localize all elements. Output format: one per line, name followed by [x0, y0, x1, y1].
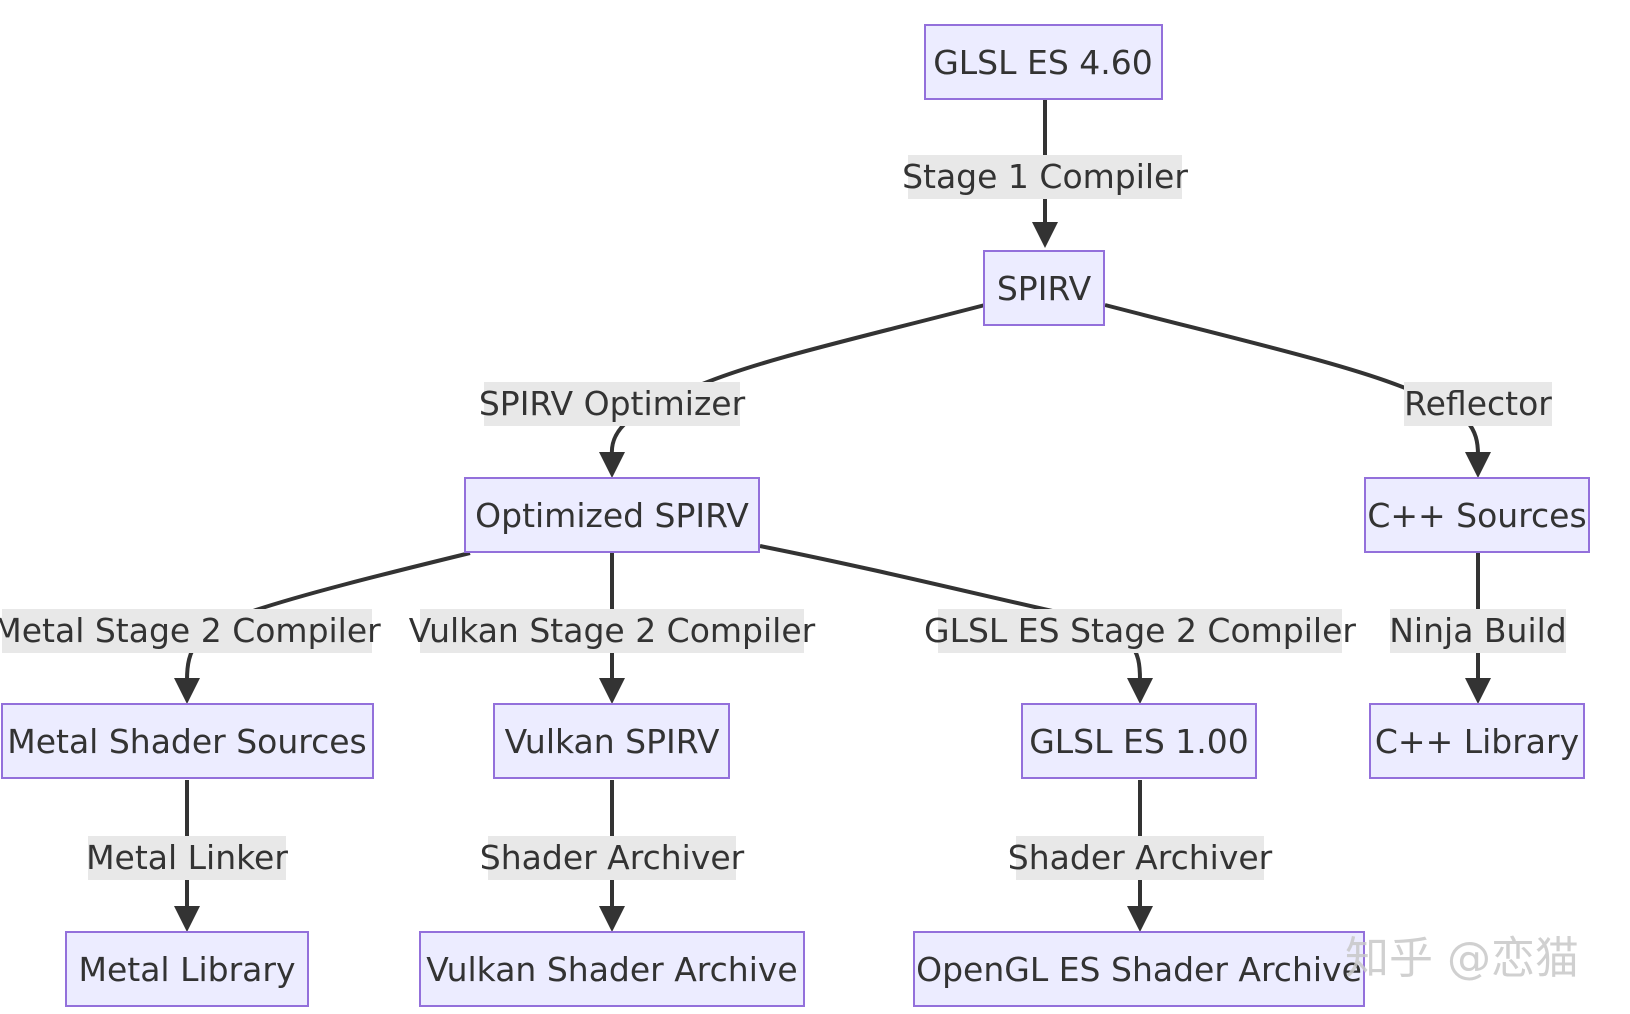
node-metal-shader-sources-label: Metal Shader Sources [7, 722, 367, 761]
edge-label-spirv-optimizer: SPIRV Optimizer [479, 382, 746, 426]
edge-label-metal-linker-text: Metal Linker [86, 838, 288, 877]
node-vulkan-spirv-label: Vulkan SPIRV [505, 722, 720, 761]
edge-label-glsl-es-stage2-compiler: GLSL ES Stage 2 Compiler [924, 609, 1356, 653]
node-opengl-es-shader-archive-label: OpenGL ES Shader Archive [916, 950, 1362, 989]
edge-label-stage1-compiler-text: Stage 1 Compiler [902, 157, 1188, 196]
node-glsl-es-460-label: GLSL ES 4.60 [933, 43, 1153, 82]
node-cpp-sources-label: C++ Sources [1367, 496, 1586, 535]
edge-label-glsl-es-stage2-compiler-text: GLSL ES Stage 2 Compiler [924, 611, 1356, 650]
node-vulkan-shader-archive-label: Vulkan Shader Archive [426, 950, 797, 989]
node-metal-library: Metal Library [65, 931, 309, 1007]
edge-label-vulkan-stage2-compiler-text: Vulkan Stage 2 Compiler [409, 611, 816, 650]
edge-label-reflector: Reflector [1404, 382, 1552, 426]
edge-label-shader-archiver-gles: Shader Archiver [1008, 836, 1273, 880]
edge-label-vulkan-stage2-compiler: Vulkan Stage 2 Compiler [409, 609, 816, 653]
node-optimized-spirv-label: Optimized SPIRV [475, 496, 749, 535]
edge-label-metal-stage2-compiler: Metal Stage 2 Compiler [0, 609, 381, 653]
node-spirv-label: SPIRV [997, 269, 1092, 308]
edge-spirv-to-cpp-sources [1104, 303, 1491, 478]
edge-label-shader-archiver-vulkan-text: Shader Archiver [480, 838, 745, 877]
node-vulkan-spirv: Vulkan SPIRV [493, 703, 730, 779]
node-spirv: SPIRV [983, 250, 1105, 326]
edge-label-ninja-build: Ninja Build [1389, 609, 1567, 653]
node-metal-library-label: Metal Library [79, 950, 296, 989]
edge-label-stage1-compiler: Stage 1 Compiler [902, 155, 1188, 199]
node-opengl-es-shader-archive: OpenGL ES Shader Archive [913, 931, 1365, 1007]
node-glsl-es-100-label: GLSL ES 1.00 [1029, 722, 1249, 761]
node-cpp-sources: C++ Sources [1364, 477, 1590, 553]
node-glsl-es-100: GLSL ES 1.00 [1021, 703, 1257, 779]
node-vulkan-shader-archive: Vulkan Shader Archive [419, 931, 805, 1007]
edge-label-reflector-text: Reflector [1404, 384, 1552, 423]
edge-label-shader-archiver-gles-text: Shader Archiver [1008, 838, 1273, 877]
node-cpp-library-label: C++ Library [1375, 722, 1579, 761]
node-cpp-library: C++ Library [1369, 703, 1585, 779]
edge-label-spirv-optimizer-text: SPIRV Optimizer [479, 384, 746, 423]
edge-label-metal-linker: Metal Linker [86, 836, 288, 880]
edge-spirv-to-optimized [599, 303, 986, 478]
node-optimized-spirv: Optimized SPIRV [464, 477, 760, 553]
watermark: 知乎 @恋猫 [1345, 933, 1579, 984]
edge-label-shader-archiver-vulkan: Shader Archiver [480, 836, 745, 880]
edge-label-ninja-build-text: Ninja Build [1389, 611, 1567, 650]
node-glsl-es-460: GLSL ES 4.60 [924, 24, 1163, 100]
node-metal-shader-sources: Metal Shader Sources [1, 703, 374, 779]
edge-label-metal-stage2-compiler-text: Metal Stage 2 Compiler [0, 611, 381, 650]
